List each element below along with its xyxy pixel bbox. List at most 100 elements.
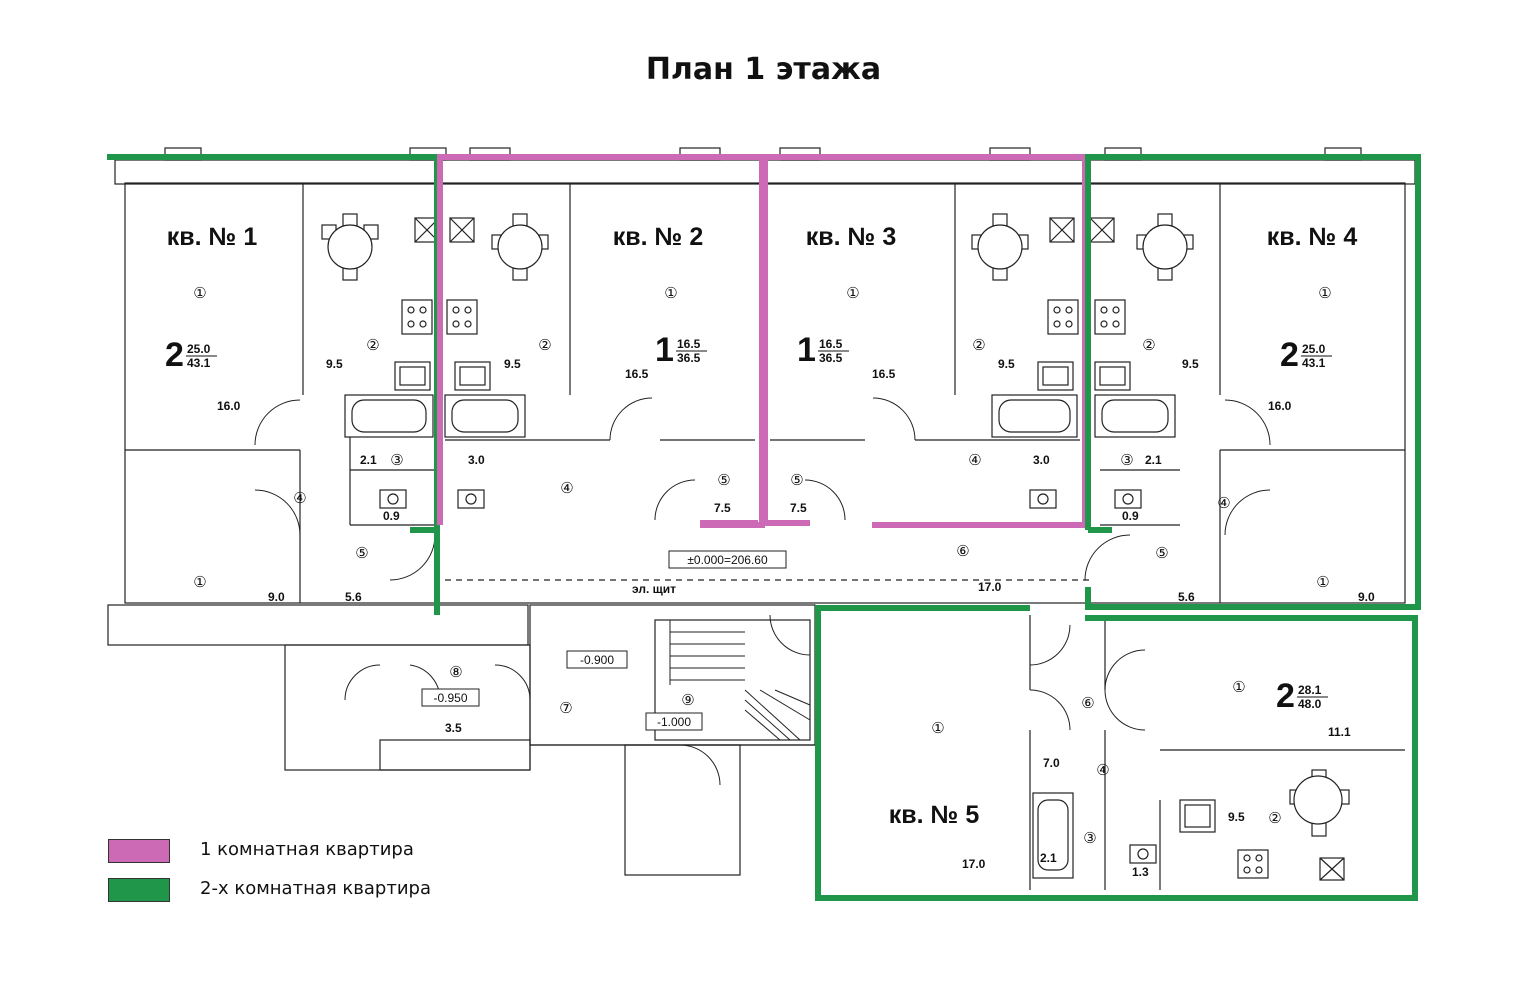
area-a5-kitchen: 9.5 (1228, 810, 1245, 824)
vent-shaft-icon (1089, 217, 1115, 243)
legend-swatch-two-room (108, 878, 170, 902)
level-mark-l2-box (421, 688, 480, 707)
area-a4-r2: 9.5 (1182, 357, 1199, 371)
room-number-marker: ① (193, 574, 206, 591)
area-corridor: 17.0 (978, 580, 1002, 594)
level-mark-l1: -0.900 (580, 653, 614, 667)
apartment-outlines (107, 154, 1421, 901)
apartment-total-area-a2: 36.5 (677, 351, 701, 365)
area-a1-bath: 2.1 (360, 453, 377, 467)
level-mark-zero-box (668, 550, 787, 569)
apartment-label-a5: кв. № 5 (889, 801, 980, 829)
room-number-marker: ① (931, 720, 944, 737)
area-a4-r1: 16.0 (1268, 399, 1292, 413)
level-mark-l3-box (645, 712, 703, 731)
legend-label-one-room: 1 комнатная квартира (200, 839, 414, 860)
room-number-marker: ① (1318, 285, 1331, 302)
electrical-panel-label: эл. щит (632, 582, 676, 596)
vent-shaft-icon (449, 217, 475, 243)
area-a4-room: 9.0 (1358, 590, 1375, 604)
area-a1-r1: 16.0 (217, 399, 241, 413)
room-number-marker: ① (1316, 574, 1329, 591)
legend-label-two-room: 2-х комнатная квартира (200, 878, 431, 899)
area-a4-hall: 5.6 (1178, 590, 1195, 604)
level-mark-l1-box (566, 650, 628, 669)
apt4-outline (1085, 154, 1421, 610)
area-a2-r1: 16.5 (625, 367, 649, 381)
apartment-label-a3: кв. № 3 (806, 223, 897, 251)
area-a4-wc: 0.9 (1122, 509, 1139, 523)
room-number-marker: ② (1142, 337, 1155, 354)
room-number-marker: ⑥ (1081, 695, 1094, 712)
vent-shaft-icon (1319, 857, 1345, 881)
dining-table-icon (1289, 769, 1350, 837)
toilet-icon (1129, 844, 1157, 864)
sink-icon (1179, 799, 1216, 833)
apartment-rooms-a4: 2 (1280, 336, 1299, 374)
room-number-marker: ② (972, 337, 985, 354)
apartment-rooms-a2: 1 (655, 331, 674, 369)
apartment-total-area-a4: 43.1 (1302, 356, 1326, 370)
apt2-outline (437, 154, 765, 528)
toilet-icon (1029, 489, 1057, 509)
stove-icon (1094, 299, 1126, 335)
apartment-living-area-a3: 16.5 (819, 337, 843, 351)
bathtub-icon (444, 394, 526, 438)
area-a3-hall: 7.5 (790, 501, 807, 515)
bathtub-icon (991, 394, 1078, 438)
apartment-rooms-a3: 1 (797, 331, 816, 369)
room-number-marker: ④ (1217, 495, 1230, 512)
room-number-marker: ⑦ (559, 700, 572, 717)
area-a5-bath: 2.1 (1040, 851, 1057, 865)
area-a5-room: 11.1 (1328, 725, 1351, 739)
level-mark-l2: -0.950 (433, 691, 467, 705)
area-a3-bath: 3.0 (1033, 453, 1050, 467)
toilet-icon (379, 489, 407, 509)
room-number-marker: ③ (390, 452, 403, 469)
apartment-total-area-a1: 43.1 (187, 356, 211, 370)
apartment-rooms-a5: 2 (1276, 677, 1295, 715)
stove-icon (401, 299, 433, 335)
area-a5-r1: 17.0 (962, 857, 986, 871)
apartment-rooms-a1: 2 (165, 336, 184, 374)
room-number-marker: ③ (1083, 830, 1096, 847)
sink-icon (1094, 361, 1131, 391)
room-number-marker: ② (1268, 810, 1281, 827)
bathtub-icon (1032, 792, 1074, 879)
level-mark-l3: -1.000 (657, 715, 691, 729)
sink-icon (394, 361, 431, 391)
room-number-marker: ④ (560, 480, 573, 497)
area-a1-hall: 5.6 (345, 590, 362, 604)
room-number-marker: ⑤ (355, 545, 368, 562)
apartment-label-a2: кв. № 2 (613, 223, 704, 251)
apt1-outline (107, 154, 440, 533)
area-a2-bath: 3.0 (468, 453, 485, 467)
apartment-total-area-a3: 36.5 (819, 351, 843, 365)
room-number-marker: ② (538, 337, 551, 354)
apartment-living-area-a4: 25.0 (1302, 342, 1326, 356)
bathtub-icon (344, 394, 434, 438)
dining-table-icon (971, 213, 1029, 281)
area-a1-room: 9.0 (268, 590, 285, 604)
apartment-living-area-a1: 25.0 (187, 342, 211, 356)
dining-table-icon (1136, 213, 1194, 281)
vent-shaft-icon (1049, 217, 1075, 243)
stove-icon (1237, 849, 1269, 879)
area-a4-bath: 2.1 (1145, 453, 1162, 467)
area-a1-wc: 0.9 (383, 509, 400, 523)
stove-icon (446, 299, 478, 335)
area-a5-wc: 1.3 (1132, 865, 1149, 879)
room-number-marker: ⑥ (956, 543, 969, 560)
room-number-marker: ① (664, 285, 677, 302)
apt5-outline (815, 605, 1418, 901)
room-number-marker: ⑤ (790, 472, 803, 489)
legend-swatch-one-room (108, 839, 170, 863)
room-number-marker: ① (1232, 679, 1245, 696)
apartment-label-a1: кв. № 1 (167, 223, 258, 251)
furniture (321, 213, 1350, 881)
area-a2-r2: 9.5 (504, 357, 521, 371)
area-a1-r2: 9.5 (326, 357, 343, 371)
area-vest: 3.5 (445, 721, 462, 735)
apartment-living-area-a5: 28.1 (1298, 683, 1322, 697)
